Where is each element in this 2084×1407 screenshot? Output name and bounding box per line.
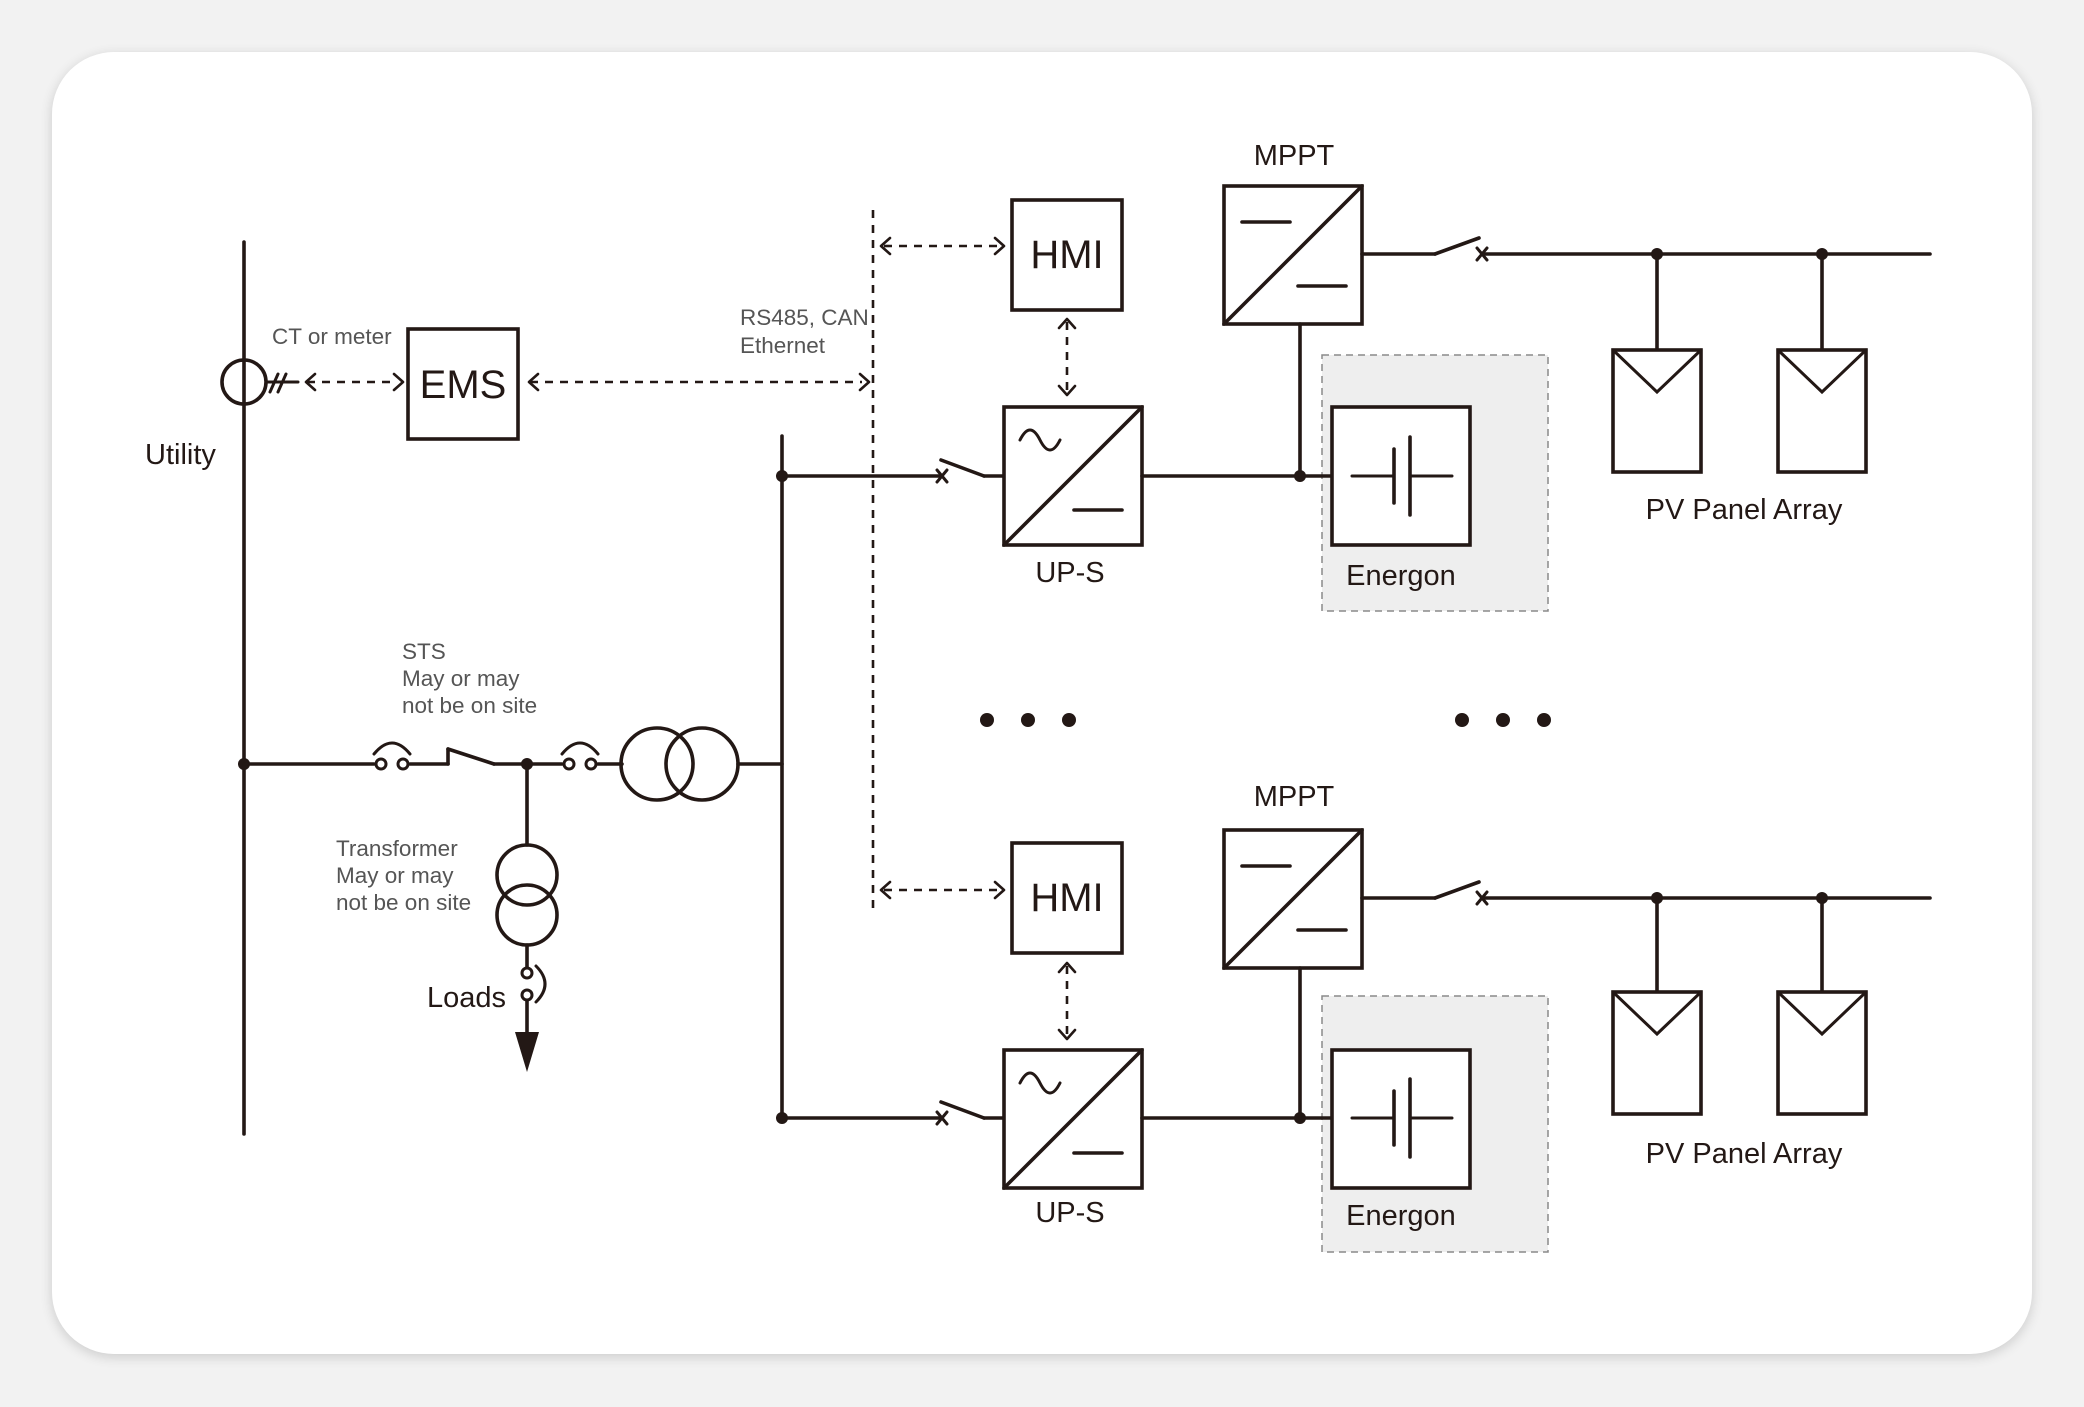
transformer-label-line3: not be on site [336,890,471,915]
mppt-converter-2 [1222,828,1364,1120]
pv-array-label-2: PV Panel Array [1646,1138,1843,1170]
mppt-label-1: MPPT [1254,140,1335,172]
load-branch [495,762,559,1072]
ups-inverter-2 [1002,1048,1144,1190]
dc-link-2 [1140,1112,1306,1124]
mppt-label-2: MPPT [1254,781,1335,813]
hmi-label-2: HMI [1030,876,1103,920]
system-diagram: Utility CT or meter EMS RS485, CAN Ether… [145,140,1932,1253]
ups-switch-2 [776,1100,1006,1126]
ct-ems-link [304,372,405,392]
sts-label-line1: STS [402,639,446,664]
pv-switch-1 [1360,236,1932,262]
energon-label-2: Energon [1346,1200,1456,1232]
dc-link-1 [1140,470,1306,482]
unit-2: HMI UP-S Energon MPPT [776,781,1932,1253]
hmi-ups-link-2 [1057,961,1077,1041]
ct-sensor [220,358,300,406]
sts-label-line2: May or may [402,666,520,691]
loads-label: Loads [427,982,506,1014]
pv-switch-2 [1360,880,1932,906]
sts-label-line3: not be on site [402,693,537,718]
ups-inverter-1 [1002,405,1144,547]
pv-panel-2a [1611,892,1703,1116]
unit-1: HMI UP-S Ene [776,140,1932,612]
ems-box [406,327,520,441]
pv-panel-1b [1776,248,1868,474]
pv-panel-1a [1611,248,1703,474]
energon-label-1: Energon [1346,560,1456,592]
ems-label: EMS [420,363,507,407]
comm-label-line1: RS485, CAN [740,305,869,330]
utility-label: Utility [145,439,216,471]
ems-comm-link [527,372,871,392]
transformer-label-line2: May or may [336,863,454,888]
pv-array-label-1: PV Panel Array [1646,494,1843,526]
ct-meter-label: CT or meter [272,324,392,349]
hmi-box-1 [879,198,1124,312]
hmi-box-2 [879,841,1124,955]
ellipsis-icon [980,713,1551,727]
main-feeder [238,726,784,802]
diagram-card: Utility CT or meter EMS RS485, CAN Ether… [52,52,2032,1354]
ups-switch-1 [776,458,1006,484]
pv-panel-2b [1776,892,1868,1116]
comm-label-line2: Ethernet [740,333,826,358]
hmi-ups-link-1 [1057,317,1077,397]
ups-label-2: UP-S [1035,1197,1104,1229]
hmi-label-1: HMI [1030,233,1103,277]
energon-storage-1 [1298,354,1549,612]
energon-storage-2 [1298,995,1549,1253]
transformer-label-line1: Transformer [336,836,458,861]
ups-label-1: UP-S [1035,557,1104,589]
